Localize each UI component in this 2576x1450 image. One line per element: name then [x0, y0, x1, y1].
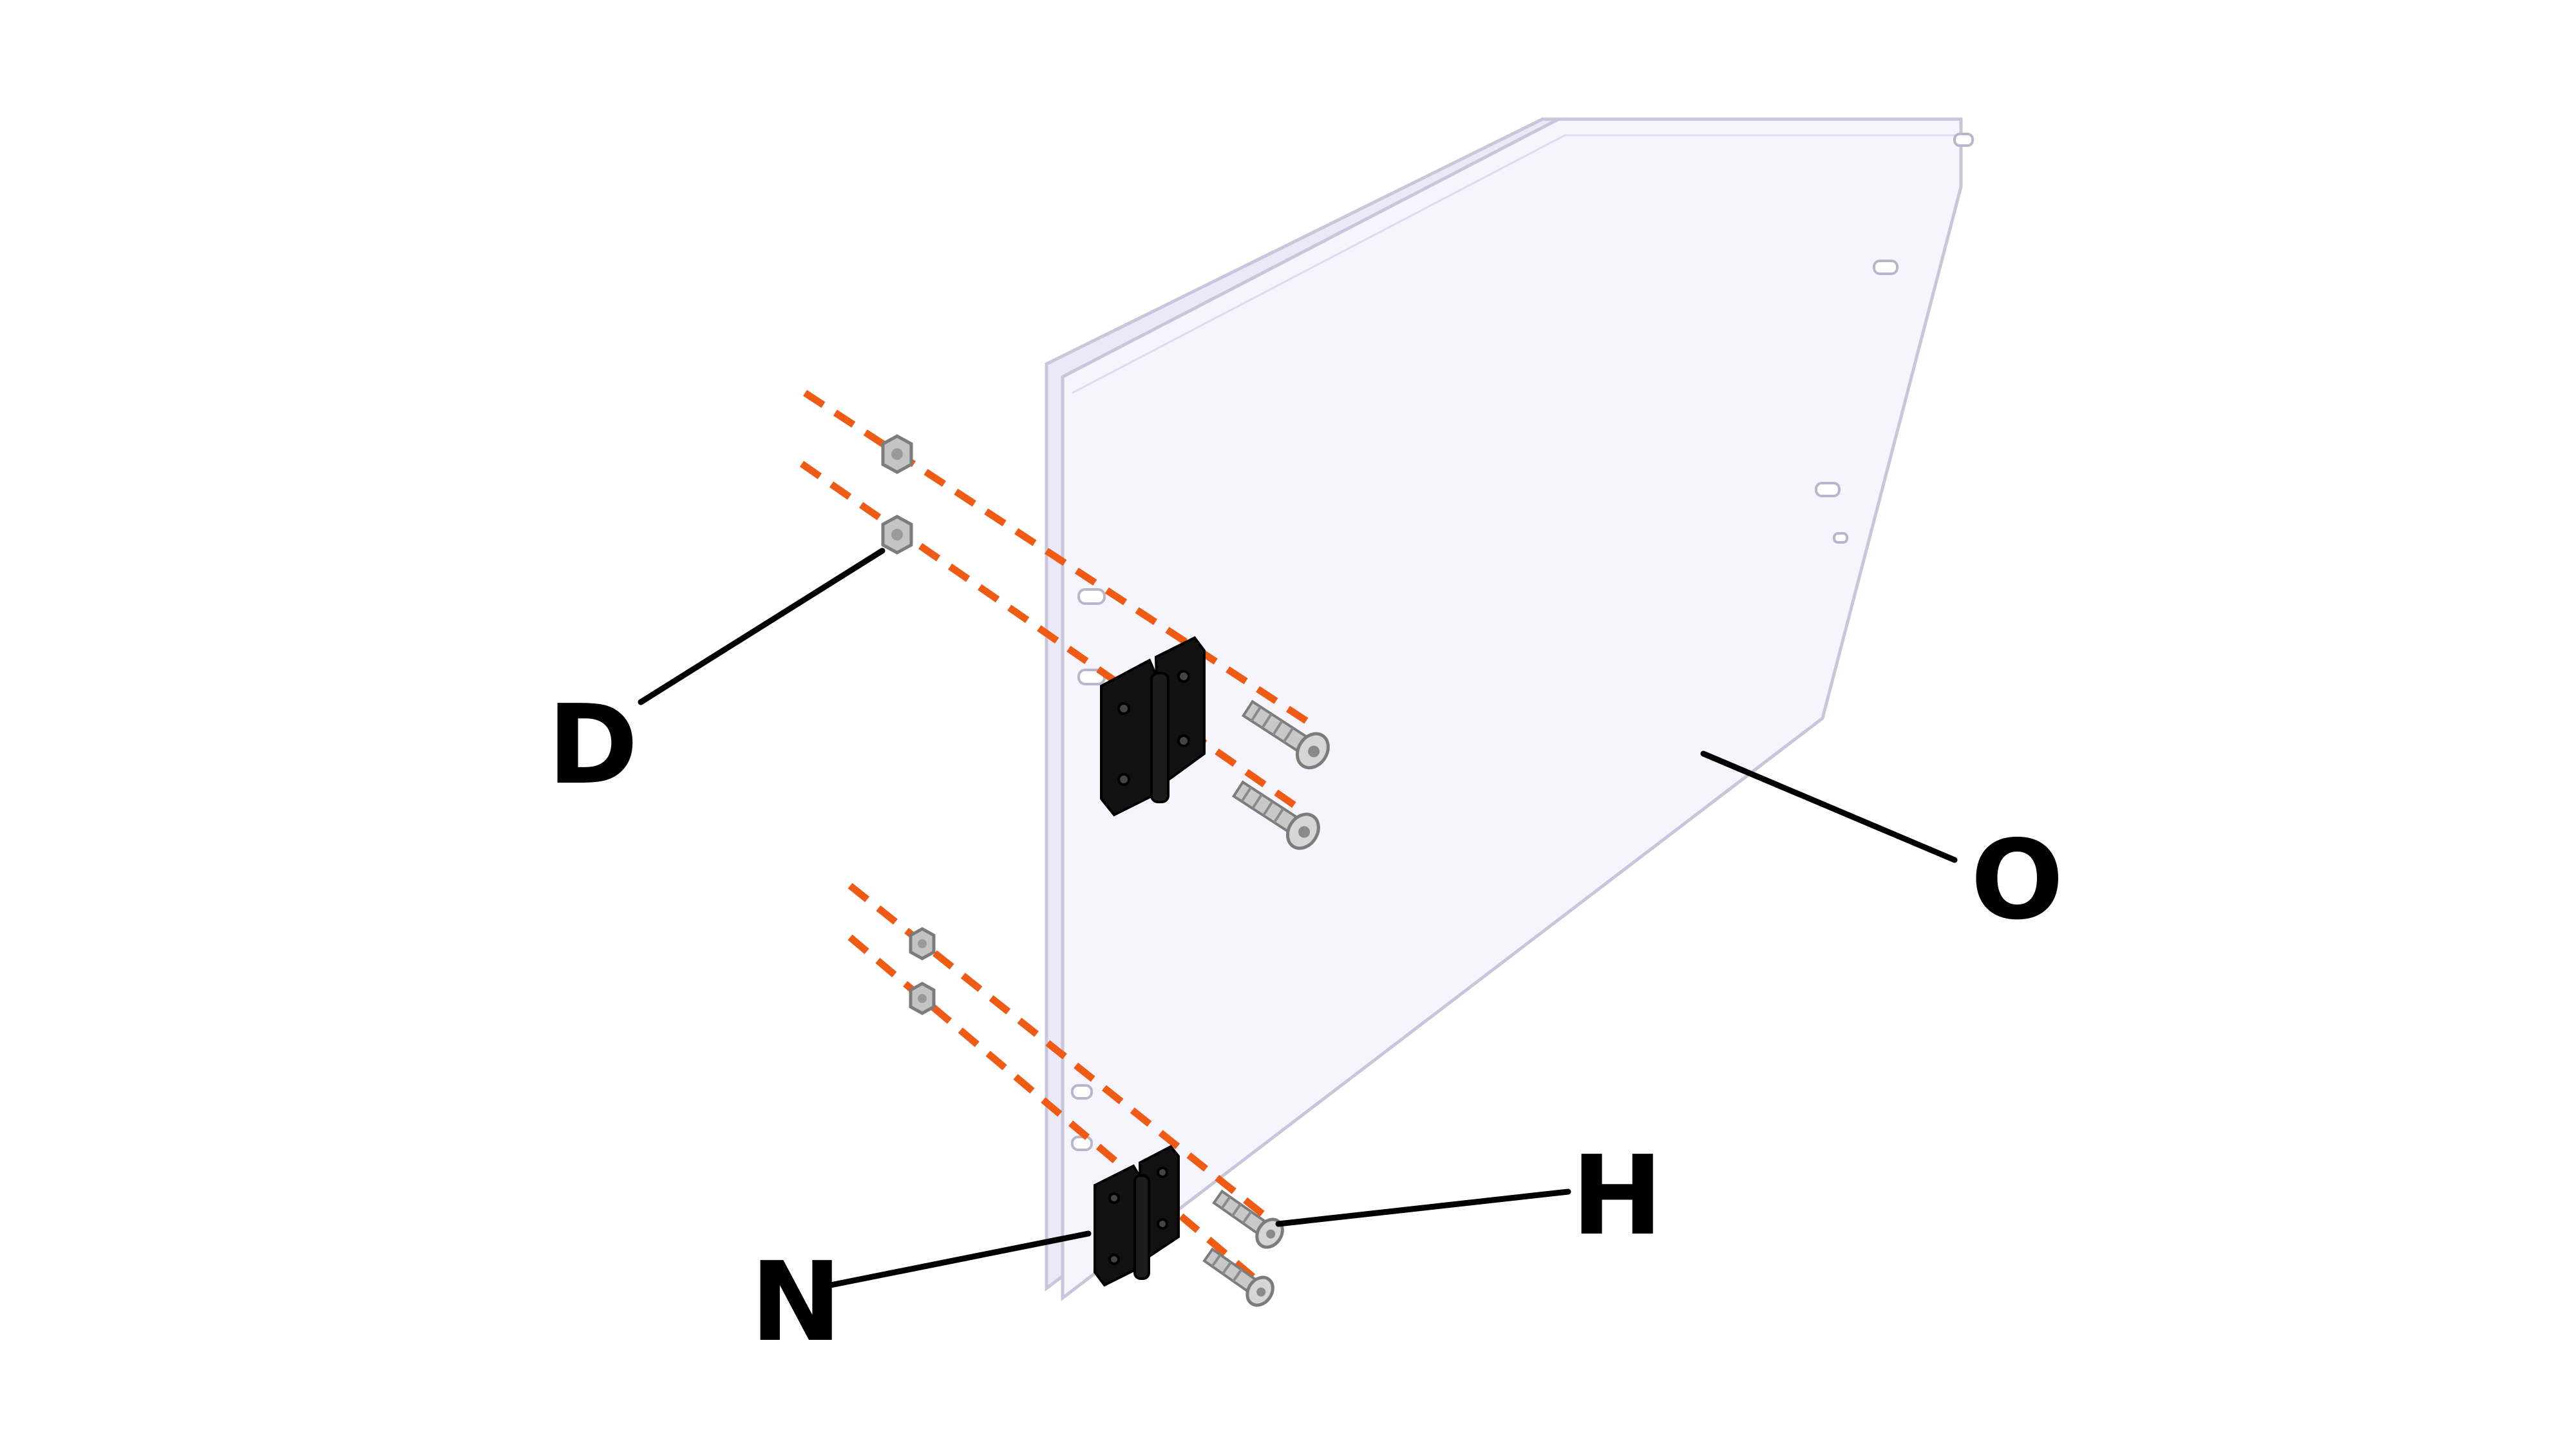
- screws: [1202, 700, 1330, 1307]
- acrylic-panel: [1045, 117, 1974, 1302]
- leader-lines: [638, 548, 1958, 1288]
- hex-nut: [909, 927, 936, 960]
- socket-screw: [1231, 780, 1320, 850]
- guide-line-top-1: [802, 390, 1310, 725]
- panel-hole: [1873, 260, 1899, 275]
- panel-bevel-line: [1072, 134, 1958, 394]
- hinges: [1094, 636, 1206, 1287]
- guide-line-top-2: [799, 461, 1297, 808]
- hex-nut: [909, 982, 936, 1015]
- socket-screw: [1212, 1189, 1284, 1249]
- panel-hole: [1833, 532, 1848, 544]
- hinge-bottom: [1094, 1145, 1180, 1287]
- hex-nuts: [881, 434, 936, 1015]
- panel-hole: [1071, 1136, 1093, 1151]
- leader-line-d: [638, 548, 886, 705]
- callout-label-o: O: [1971, 817, 2064, 944]
- panel-hole: [1953, 133, 1974, 147]
- panel-front-face: [1061, 117, 1963, 1302]
- panel-hole: [1815, 482, 1841, 497]
- leader-line-h: [1275, 1188, 1571, 1227]
- hinge-top: [1100, 636, 1206, 817]
- hex-nut: [881, 515, 913, 555]
- panel-hole: [1071, 1084, 1093, 1100]
- callout-labels: D O H N: [547, 682, 2064, 1366]
- socket-screw: [1202, 1247, 1274, 1307]
- leader-line-o: [1700, 750, 1958, 863]
- hex-nut: [881, 434, 913, 474]
- callout-label-n: N: [750, 1239, 842, 1366]
- socket-screw: [1241, 700, 1330, 770]
- leader-line-n: [828, 1230, 1092, 1288]
- callout-label-h: H: [1571, 1132, 1663, 1260]
- callout-label-d: D: [547, 682, 638, 809]
- panel-hole: [1077, 588, 1106, 605]
